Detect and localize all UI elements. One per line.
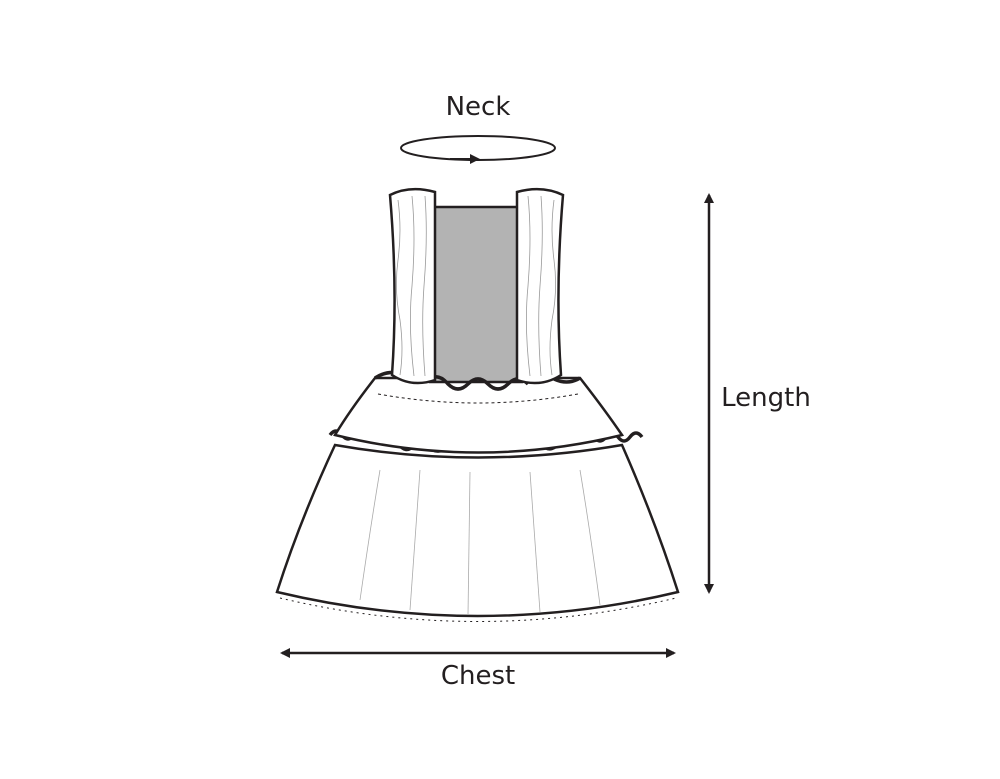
- left-strap: [388, 187, 437, 385]
- upper-tier: [333, 376, 625, 454]
- skirt: [275, 443, 680, 618]
- neck-label: Neck: [445, 92, 511, 122]
- bodice: [428, 205, 524, 384]
- right-strap: [515, 187, 565, 385]
- chest-label: Chest: [440, 661, 516, 691]
- skirt-gathers: [359, 469, 601, 616]
- neck-measure-arrow: [400, 135, 556, 164]
- length-label: Length: [721, 383, 811, 413]
